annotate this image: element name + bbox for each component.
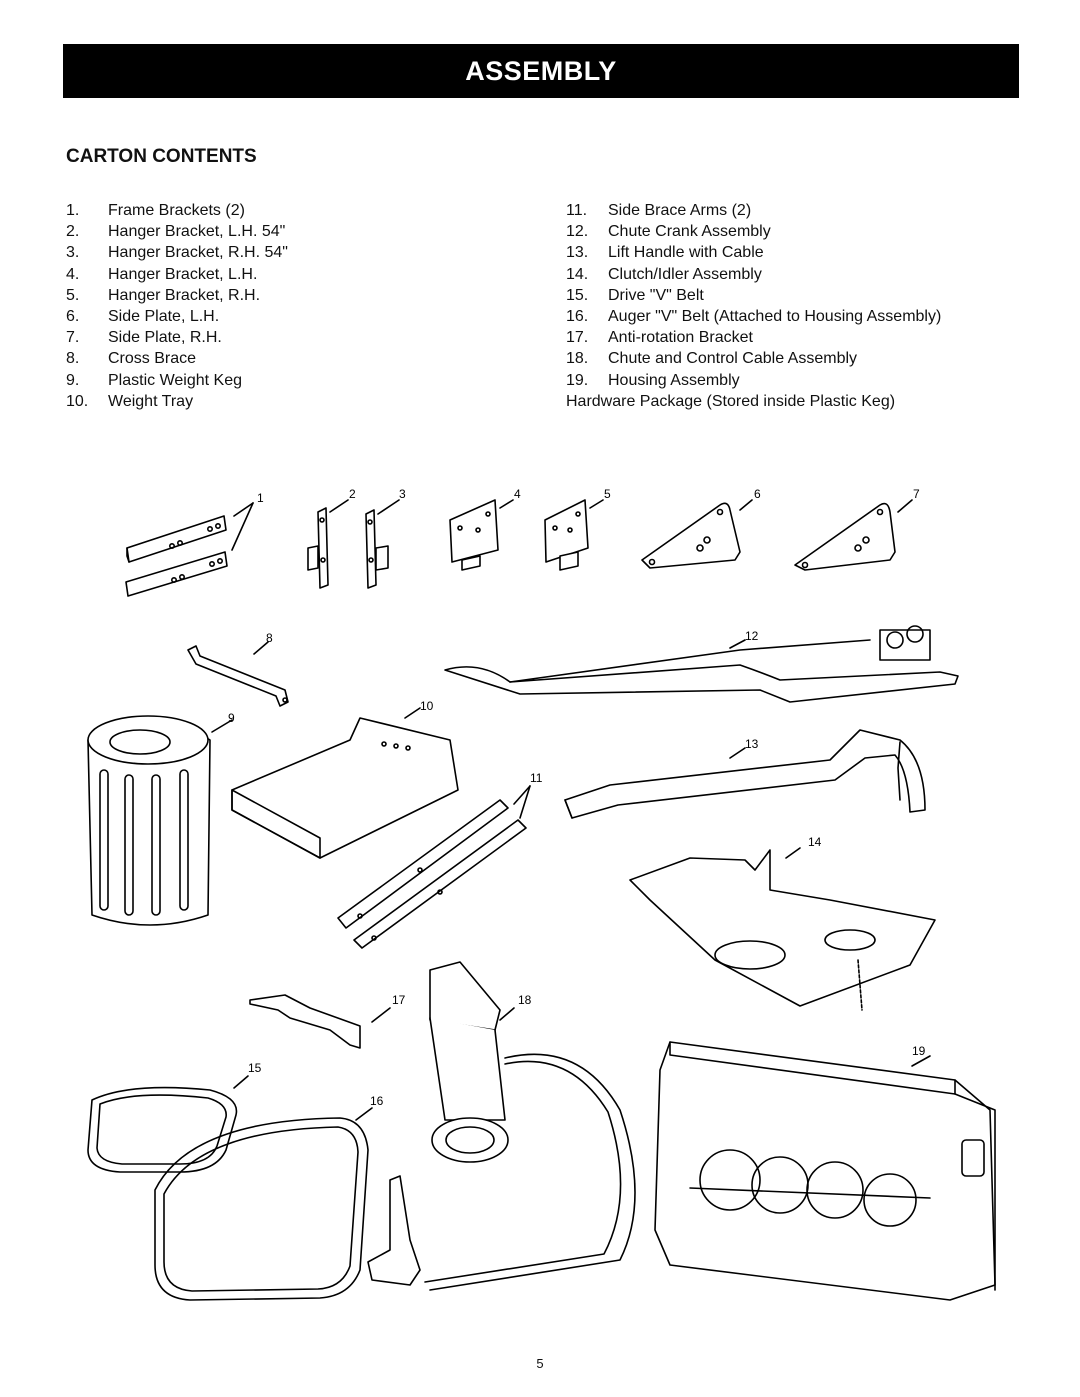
- callout-5: 5: [604, 487, 611, 501]
- callout-15: 15: [248, 1061, 262, 1075]
- callout-11: 11: [530, 771, 543, 785]
- plastic-weight-keg-drawing: [87, 715, 233, 926]
- hanger-brackets-54-drawing: [307, 499, 400, 589]
- frame-brackets-drawing: [125, 502, 254, 597]
- callout-4: 4: [514, 487, 521, 501]
- carton-contents-title: CARTON CONTENTS: [66, 146, 257, 167]
- callout-14: 14: [808, 835, 822, 849]
- hanger-brackets-drawing: [449, 499, 604, 571]
- chute-control-cable-drawing: [367, 961, 636, 1291]
- section-header-title: ASSEMBLY: [465, 55, 617, 86]
- cross-brace-drawing: [187, 641, 289, 707]
- callout-9: 9: [228, 711, 235, 725]
- contents-list-left: 1.Frame Brackets (2) 2.Hanger Bracket, L…: [66, 200, 486, 412]
- side-brace-arms-drawing: [337, 785, 531, 949]
- callout-19: 19: [912, 1044, 926, 1058]
- callout-7: 7: [913, 487, 920, 501]
- chute-crank-assembly-drawing: [444, 625, 959, 703]
- list-item: 2.Hanger Bracket, L.H. 54": [66, 223, 286, 241]
- callout-1: 1: [257, 491, 264, 505]
- list-item: 3.Hanger Bracket, R.H. 54": [66, 244, 288, 262]
- callout-17: 17: [392, 993, 406, 1007]
- v-belts-drawing: [87, 1075, 373, 1301]
- callout-10: 10: [420, 699, 434, 713]
- hardware-note: Hardware Package (Stored inside Plastic …: [566, 392, 896, 410]
- side-plates-drawing: [641, 499, 913, 571]
- weight-tray-drawing: [231, 707, 459, 859]
- callout-6: 6: [754, 487, 761, 501]
- contents-list-right: 11.Side Brace Arms (2) 12.Chute Crank As…: [566, 200, 996, 412]
- list-item: 17.Anti-rotation Bracket: [566, 329, 753, 347]
- callout-8: 8: [266, 631, 273, 645]
- list-item: 4.Hanger Bracket, L.H.: [66, 265, 258, 283]
- callout-16: 16: [370, 1094, 384, 1108]
- anti-rotation-bracket-drawing: [249, 994, 391, 1049]
- list-item: 12.Chute Crank Assembly: [566, 223, 771, 241]
- list-item: 8.Cross Brace: [66, 350, 197, 368]
- list-item: 1.Frame Brackets (2): [66, 202, 245, 219]
- lift-handle-drawing: [564, 729, 926, 819]
- housing-assembly-drawing: [654, 1041, 996, 1301]
- callout-18: 18: [518, 993, 532, 1007]
- callout-13: 13: [745, 737, 759, 751]
- list-item: 9.Plastic Weight Keg: [66, 371, 242, 389]
- list-item: 16.Auger "V" Belt (Attached to Housing A…: [566, 308, 942, 326]
- list-item: 19.Housing Assembly: [566, 371, 740, 389]
- list-item: 13.Lift Handle with Cable: [566, 244, 764, 262]
- list-item: 18.Chute and Control Cable Assembly: [566, 350, 858, 368]
- list-item: 5.Hanger Bracket, R.H.: [66, 286, 261, 304]
- page-number: 5: [536, 1356, 544, 1371]
- callout-2: 2: [349, 487, 356, 501]
- list-item: 15.Drive "V" Belt: [566, 286, 704, 304]
- list-item: 6.Side Plate, L.H.: [66, 308, 220, 326]
- list-item: 11.Side Brace Arms (2): [566, 202, 752, 219]
- list-item: 14.Clutch/Idler Assembly: [566, 265, 762, 283]
- parts-illustration: 1 2 3 4 5 6 7 8 9 10 11 12 13 14 15 16 1…: [0, 470, 1080, 1330]
- section-header-bar: ASSEMBLY: [63, 44, 1019, 98]
- callout-3: 3: [399, 487, 406, 501]
- callout-12: 12: [745, 629, 759, 643]
- list-item: 10.Weight Tray: [66, 392, 194, 410]
- clutch-idler-assembly-drawing: [629, 847, 936, 1011]
- list-item: 7.Side Plate, R.H.: [66, 329, 222, 347]
